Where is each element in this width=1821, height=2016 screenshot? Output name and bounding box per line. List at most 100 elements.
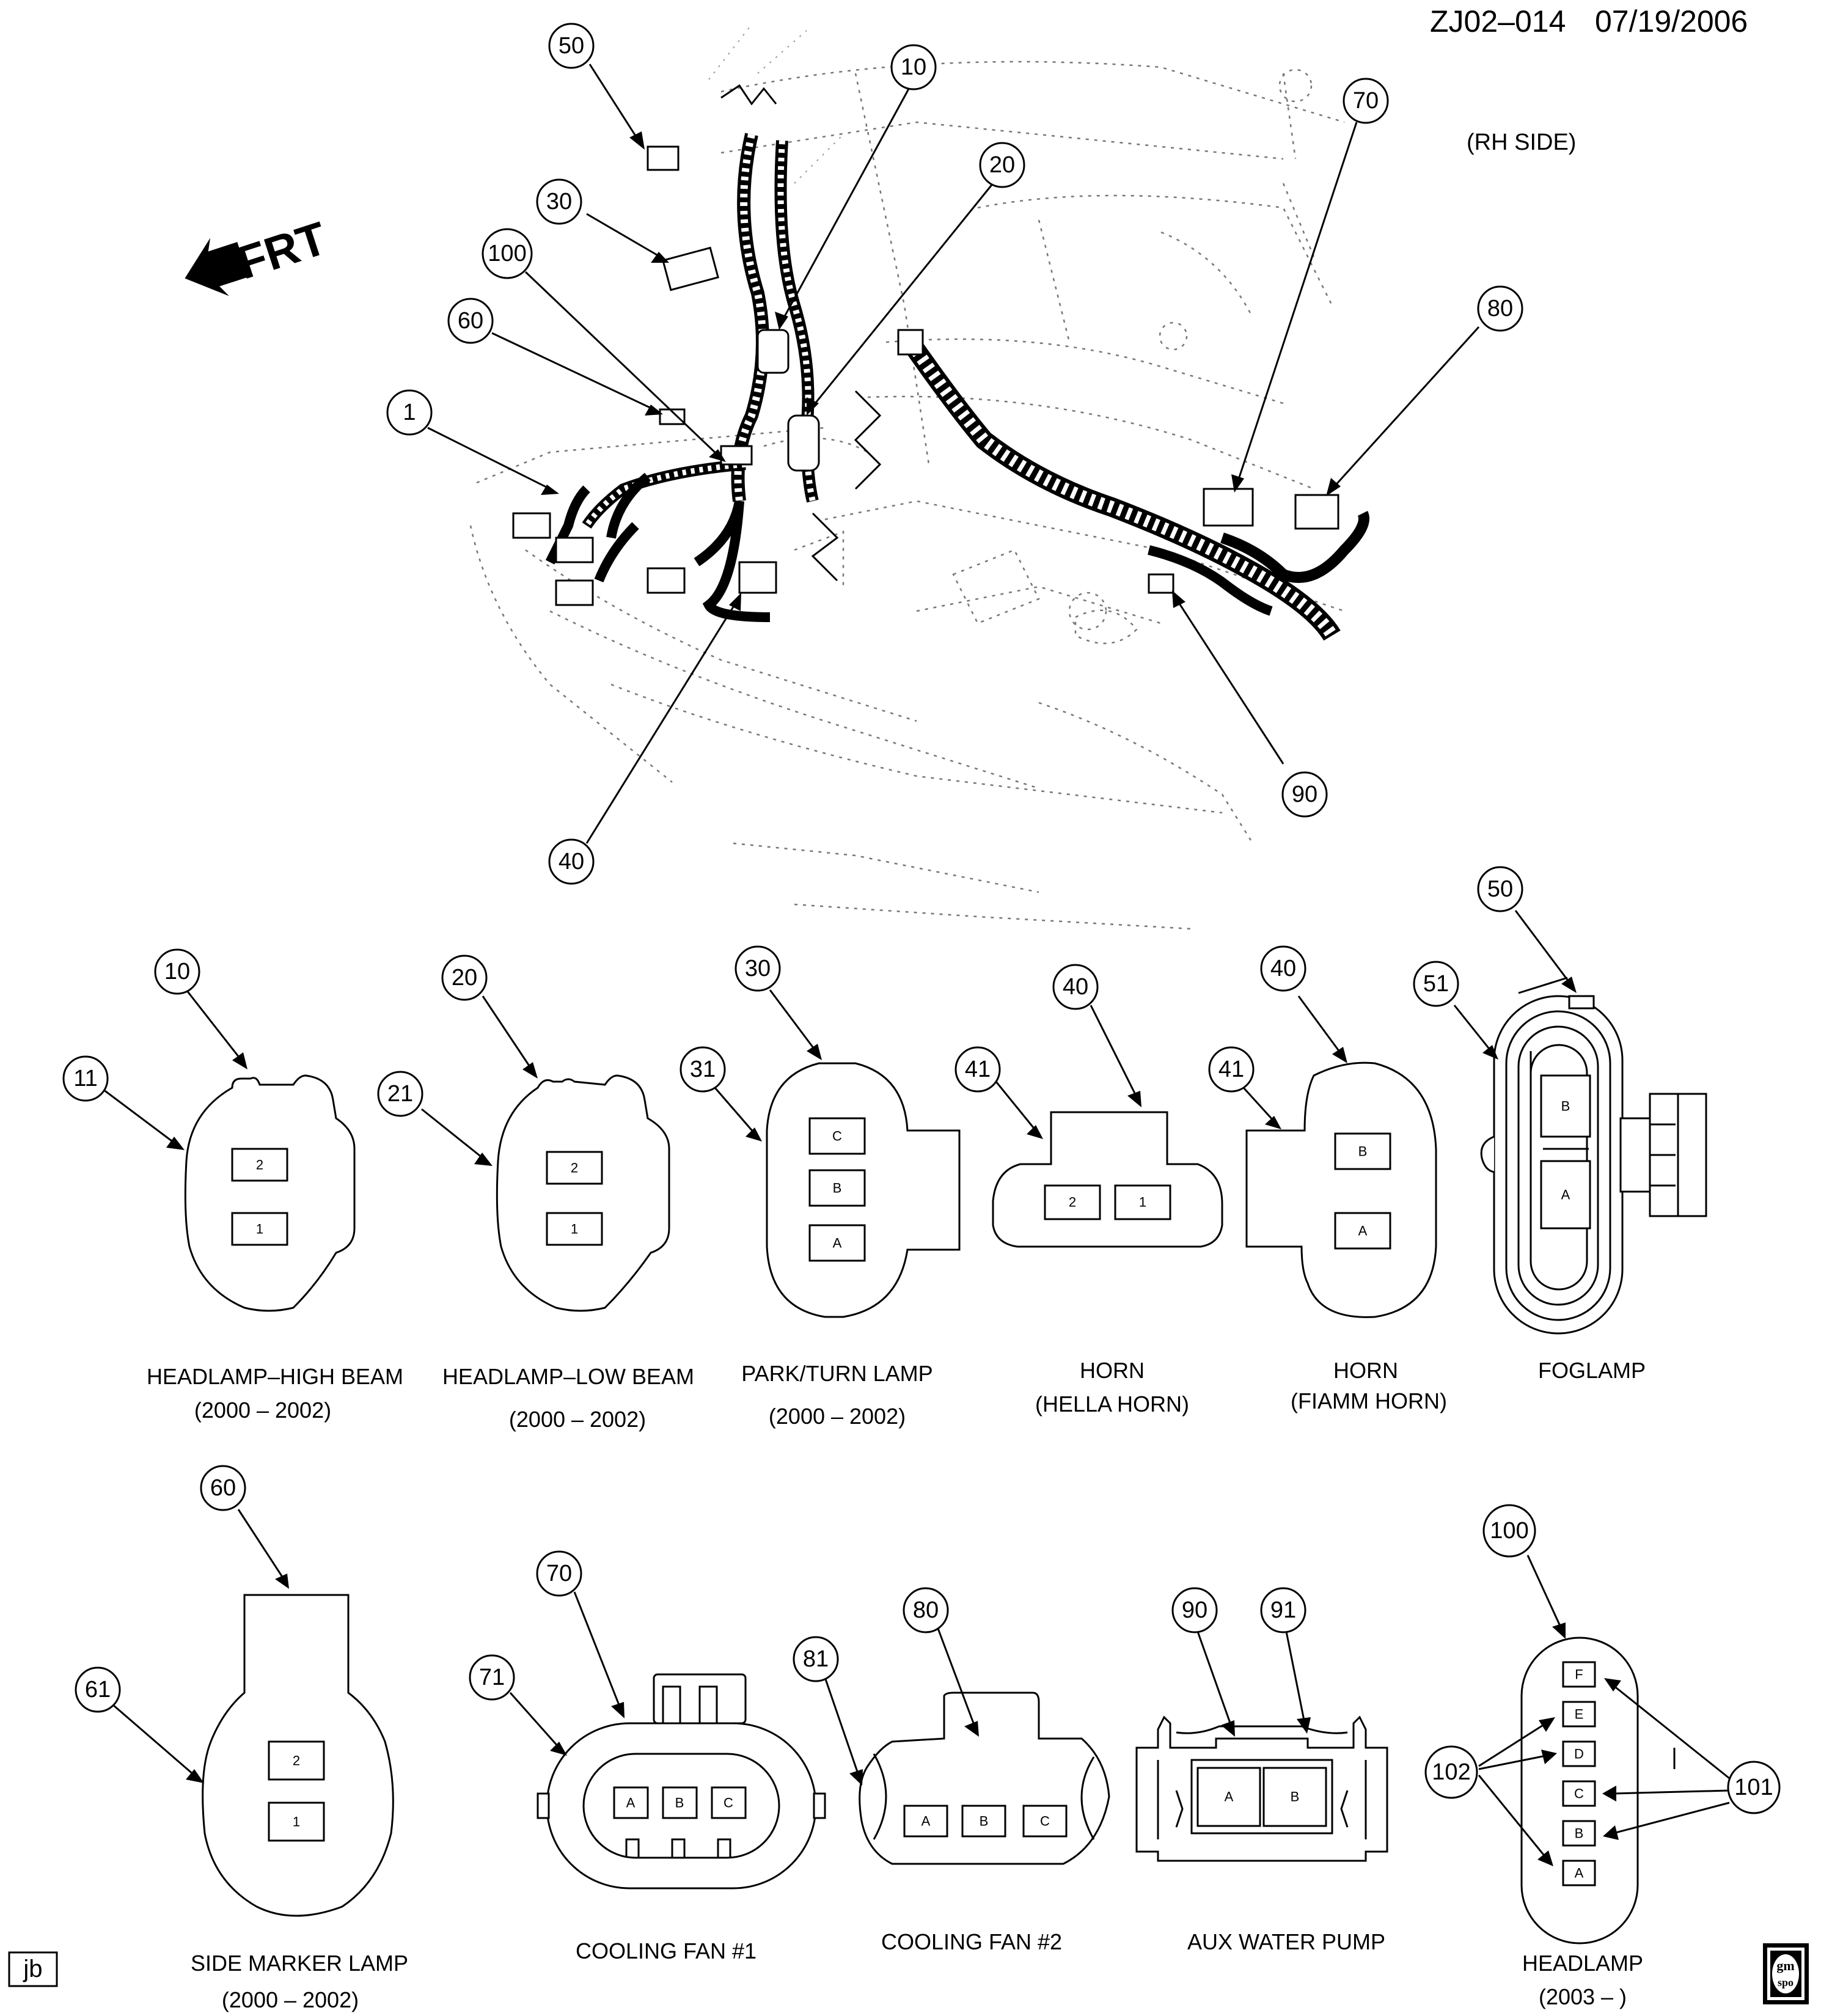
- svg-text:41: 41: [965, 1057, 991, 1082]
- svg-text:40: 40: [559, 849, 584, 874]
- initials-box: jb: [8, 1951, 58, 1987]
- svg-text:51: 51: [1423, 971, 1449, 997]
- svg-text:1: 1: [256, 1222, 263, 1237]
- callout-41-fiamm: 41: [1208, 1046, 1255, 1093]
- callout-10-overview: 10: [890, 44, 937, 90]
- subcaption-headlamp-2003: (2003 – ): [1539, 1984, 1627, 2009]
- svg-text:D: D: [1574, 1747, 1584, 1762]
- svg-text:20: 20: [989, 152, 1015, 178]
- callout-20-overview: 20: [979, 142, 1025, 188]
- svg-text:61: 61: [85, 1677, 111, 1703]
- svg-text:50: 50: [559, 33, 584, 59]
- callout-102: 102: [1424, 1745, 1478, 1799]
- callout-30-overview: 30: [536, 178, 582, 225]
- connector-aux-water-pump: A B: [1135, 1631, 1388, 1862]
- connector-80-plug: [1294, 494, 1339, 530]
- callout-80-overview: 80: [1477, 285, 1523, 332]
- connector-30-plug: [662, 246, 719, 291]
- subcaption-side-marker-lamp: (2000 – 2002): [222, 1987, 359, 2012]
- caption-cooling-fan-2: COOLING FAN #2: [881, 1929, 1062, 1954]
- connector-40-plug: [738, 561, 777, 594]
- callout-81: 81: [793, 1636, 839, 1682]
- svg-text:70: 70: [546, 1561, 572, 1586]
- svg-text:A: A: [833, 1236, 842, 1251]
- callout-80: 80: [903, 1587, 949, 1633]
- front-label: FRT: [231, 212, 333, 289]
- svg-text:F: F: [1575, 1667, 1583, 1682]
- callout-61: 61: [75, 1666, 121, 1713]
- connector-100-plug: [720, 445, 753, 466]
- callout-70-overview: 70: [1343, 78, 1389, 124]
- svg-text:100: 100: [488, 241, 526, 266]
- callout-51: 51: [1413, 961, 1459, 1007]
- svg-text:2: 2: [293, 1753, 300, 1769]
- logo-text-gm: gm: [1776, 1958, 1794, 1973]
- callout-60: 60: [200, 1465, 246, 1511]
- callout-100: 100: [1482, 1504, 1536, 1558]
- connector-right-end: [897, 329, 924, 356]
- callout-40-hella: 40: [1052, 964, 1099, 1010]
- caption-park-turn-lamp: PARK/TURN LAMP: [741, 1361, 932, 1386]
- svg-text:50: 50: [1487, 876, 1513, 902]
- drawing-id: ZJ02–014: [1430, 4, 1566, 38]
- svg-text:20: 20: [452, 965, 477, 991]
- svg-text:100: 100: [1490, 1518, 1528, 1544]
- callout-30: 30: [735, 945, 781, 992]
- svg-text:30: 30: [745, 956, 771, 981]
- svg-text:C: C: [832, 1129, 842, 1144]
- svg-text:70: 70: [1353, 88, 1379, 114]
- callout-50-overview: 60: [447, 298, 494, 344]
- svg-text:2: 2: [1069, 1195, 1076, 1210]
- svg-text:B: B: [1575, 1826, 1584, 1841]
- connector-cooling-fan-2: A B C: [824, 1628, 1110, 1865]
- svg-text:C: C: [724, 1795, 733, 1811]
- connector-foglamp: B A: [1453, 910, 1707, 1335]
- drawing-date: 07/19/2006: [1595, 4, 1748, 38]
- svg-text:31: 31: [690, 1057, 716, 1082]
- subcaption-park-turn-lamp: (2000 – 2002): [769, 1404, 906, 1429]
- svg-text:71: 71: [479, 1665, 505, 1690]
- svg-text:B: B: [833, 1181, 842, 1196]
- svg-text:41: 41: [1218, 1057, 1244, 1082]
- connector-1b-plug: [555, 537, 594, 563]
- svg-text:B: B: [1291, 1789, 1300, 1805]
- svg-text:21: 21: [387, 1081, 413, 1107]
- connector-20-plug: [787, 414, 820, 472]
- callout-90: 90: [1171, 1587, 1218, 1633]
- svg-text:90: 90: [1182, 1597, 1207, 1623]
- caption-horn-fiamm: HORN: [1333, 1358, 1398, 1383]
- connector-1-plug: [512, 512, 551, 539]
- svg-text:90: 90: [1292, 782, 1317, 807]
- svg-text:1: 1: [403, 400, 416, 425]
- subcaption-horn-fiamm: (FIAMM HORN): [1291, 1388, 1447, 1413]
- svg-text:1: 1: [571, 1222, 578, 1237]
- caption-side-marker-lamp: SIDE MARKER LAMP: [191, 1951, 408, 1976]
- callout-91: 91: [1260, 1587, 1306, 1633]
- svg-text:80: 80: [913, 1597, 939, 1623]
- connector-headlamp-high-beam: 2 1: [100, 989, 356, 1312]
- svg-text:60: 60: [210, 1475, 236, 1501]
- svg-text:1: 1: [293, 1814, 300, 1830]
- initials-text: jb: [23, 1956, 42, 1982]
- callout-90-overview: 90: [1281, 771, 1328, 818]
- callout-11: 11: [62, 1055, 109, 1102]
- svg-text:60: 60: [458, 308, 483, 334]
- connector-horn-fiamm: B A: [1242, 995, 1437, 1318]
- callout-40-overview: 40: [548, 838, 595, 885]
- connector-10-plug: [757, 329, 790, 374]
- svg-text:B: B: [675, 1795, 684, 1811]
- svg-text:B: B: [980, 1814, 989, 1829]
- callout-20: 20: [441, 955, 488, 1001]
- connector-headlamp-2003: F E D C B A: [1478, 1555, 1730, 1945]
- connector-1d-plug: [647, 567, 686, 594]
- svg-text:A: A: [1358, 1223, 1368, 1239]
- svg-text:A: A: [1225, 1789, 1234, 1805]
- svg-text:30: 30: [546, 189, 572, 214]
- svg-text:40: 40: [1063, 974, 1088, 1000]
- connector-headlamp-low-beam: 2 1: [421, 995, 670, 1312]
- svg-text:10: 10: [901, 54, 926, 80]
- subcaption-horn-hella: (HELLA HORN): [1035, 1391, 1189, 1417]
- callout-101: 101: [1727, 1761, 1781, 1814]
- caption-foglamp: FOGLAMP: [1538, 1358, 1646, 1383]
